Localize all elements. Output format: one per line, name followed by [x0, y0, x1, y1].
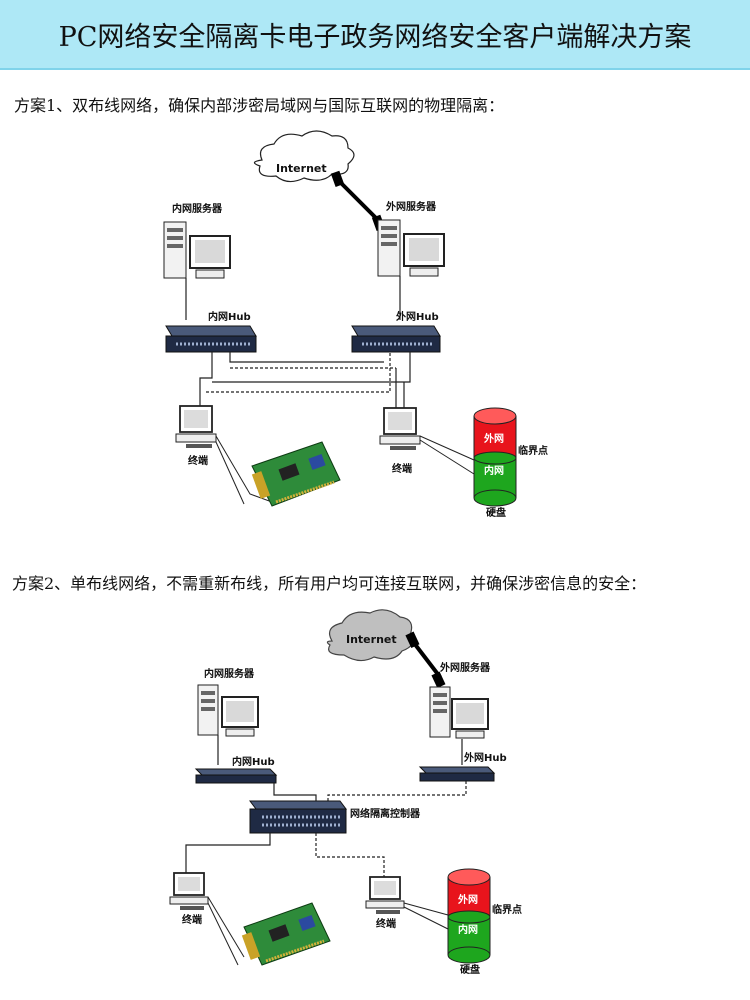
inner-hub-2: 内网Hub [194, 755, 278, 784]
internet-label-2: Internet [346, 633, 397, 646]
scheme2-caption: 方案2、单布线网络，不需重新布线，所有用户均可连接互联网，并确保涉密信息的安全： [12, 574, 647, 593]
hard-disk-2: 外网 内网 临界点 硬盘 [447, 868, 522, 976]
inner-server-label: 内网服务器 [172, 202, 223, 215]
isolation-card [215, 435, 341, 507]
inner-hub-label: 内网Hub [208, 310, 251, 323]
terminal-right-label-2: 终端 [376, 917, 396, 930]
inner-hub-label-2: 内网Hub [232, 755, 275, 768]
network-cables [199, 352, 411, 410]
inner-server-2: 内网服务器 [197, 667, 259, 737]
terminal-left-2: 终端 [169, 872, 209, 926]
internet-label: Internet [276, 162, 327, 175]
internet-cloud: Internet [253, 130, 355, 183]
internet-link [330, 170, 386, 231]
inner-server: 内网服务器 [163, 202, 231, 279]
terminal-cables [185, 833, 385, 877]
isolation-controller: 网络隔离控制器 [249, 800, 421, 834]
terminal-left-label-2: 终端 [182, 913, 202, 926]
inner-server-label-2: 内网服务器 [204, 667, 255, 680]
terminal-right-2: 终端 [365, 876, 405, 930]
disk-outer-label: 外网 [483, 432, 504, 445]
isolation-card-2 [207, 896, 331, 966]
scheme1-caption: 方案1、双布线网络，确保内部涉密局域网与国际互联网的物理隔离： [14, 96, 505, 115]
internet-link-2 [405, 631, 446, 689]
terminal-left: 终端 [175, 405, 217, 467]
terminal-right-label: 终端 [392, 462, 412, 475]
disk-label: 硬盘 [486, 506, 506, 519]
hub-controller-cables [273, 781, 467, 803]
controller-label: 网络隔离控制器 [350, 807, 421, 820]
disk-inner-label-2: 内网 [458, 923, 478, 936]
terminal-right: 终端 [379, 407, 421, 475]
outer-server-2: 外网服务器 [429, 661, 491, 739]
boundary-label-2: 临界点 [492, 903, 522, 916]
disk-label-2: 硬盘 [460, 963, 480, 976]
outer-hub: 外网Hub [351, 310, 441, 353]
outer-hub-2: 外网Hub [418, 751, 507, 782]
hard-disk: 外网 内网 临界点 硬盘 [473, 407, 548, 519]
scheme2-diagram: Internet 内网服务器 外网服务器 内网Hub 外网Hub [169, 609, 522, 976]
inner-hub: 内网Hub [165, 310, 257, 353]
outer-server: 外网服务器 [377, 200, 445, 277]
internet-cloud-2: Internet [326, 609, 414, 662]
outer-server-label-2: 外网服务器 [439, 661, 491, 674]
outer-server-label: 外网服务器 [385, 200, 437, 213]
outer-hub-label: 外网Hub [395, 310, 439, 323]
page-title: PC网络安全隔离卡电子政务网络安全客户端解决方案 [0, 0, 750, 70]
disk-outer-label-2: 外网 [457, 893, 478, 906]
scheme1-diagram: Internet 内网服务器 外网服务器 内网Hub [163, 130, 548, 519]
terminal-left-label: 终端 [188, 454, 208, 467]
disk-inner-label: 内网 [484, 464, 504, 477]
boundary-label: 临界点 [518, 444, 548, 457]
outer-hub-label-2: 外网Hub [463, 751, 507, 764]
